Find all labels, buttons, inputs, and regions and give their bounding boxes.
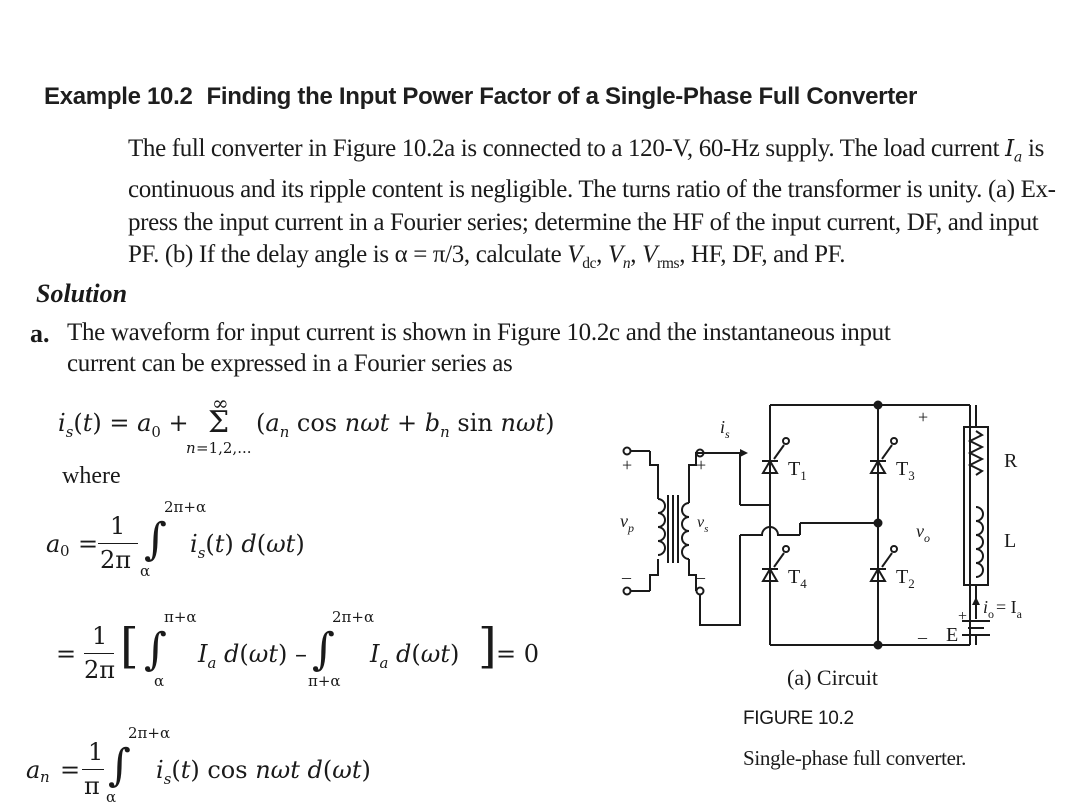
svg-text:T3: T3 <box>896 458 915 483</box>
svg-text:–: – <box>917 627 928 647</box>
thyristor-t1 <box>761 459 779 474</box>
svg-text:vs: vs <box>697 514 708 535</box>
svg-text:L: L <box>1004 530 1016 552</box>
svg-text:T1: T1 <box>788 458 807 483</box>
primary-winding <box>657 498 666 556</box>
svg-text:vp: vp <box>620 511 634 535</box>
fourier-series-equation: is(t) = a0 + ∞ Σ n=1,2,... (an cos nωt +… <box>58 391 555 457</box>
problem-line-2: continuous and its ripple content is neg… <box>128 176 1056 204</box>
svg-text:R: R <box>1004 450 1018 472</box>
problem-line-3: press the input current in a Fourier ser… <box>128 208 1039 236</box>
primary-top-terminal <box>622 446 632 456</box>
svg-text:vo: vo <box>916 521 930 545</box>
problem-statement: The full converter in Figure 10.2a is co… <box>128 133 1056 281</box>
svg-text:io= Ia: io= Ia <box>983 597 1023 621</box>
secondary-winding <box>681 502 690 560</box>
problem-line-1: The full converter in Figure 10.2a is co… <box>128 135 1044 166</box>
circuit-diagram: + vp – + vs – is T1 T4 T3 T2 + vo – R L … <box>620 400 1023 650</box>
thyristor-t3 <box>869 459 887 474</box>
thyristor-t2 <box>869 567 887 582</box>
figure-number: FIGURE 10.2 <box>743 708 854 729</box>
example-title: Finding the Input Power Factor of a Sing… <box>206 83 918 110</box>
where-label: where <box>62 463 121 489</box>
example-label: Example 10.2 <box>44 83 193 110</box>
zero-result-equation: = 1 2π [ ∫ π+α α Ia d(ωt) – ∫ 2π+α π+α I… <box>56 608 540 690</box>
svg-text:T2: T2 <box>896 566 915 591</box>
svg-text:T4: T4 <box>788 566 807 591</box>
part-a-line-1: The waveform for input current is shown … <box>67 319 891 346</box>
svg-text:is: is <box>720 417 730 441</box>
resistor-r <box>967 430 985 476</box>
problem-line-4: PF. (b) If the delay angle is α = π/3, c… <box>128 241 846 273</box>
part-a-label: a. <box>30 319 50 348</box>
part-a-text: The waveform for input current is shown … <box>67 317 891 379</box>
svg-text:–: – <box>695 567 706 587</box>
solution-heading: Solution <box>36 279 128 308</box>
inductor-l <box>975 506 984 578</box>
circuit-subcaption: (a) Circuit <box>787 665 879 690</box>
primary-bottom-terminal <box>622 586 632 596</box>
example-heading: Example 10.2 Finding the Input Power Fact… <box>44 83 917 111</box>
figure-caption: Single-phase full converter. <box>743 746 967 770</box>
svg-text:+: + <box>918 407 928 427</box>
svg-text:+: + <box>958 608 967 625</box>
svg-text:E: E <box>946 624 958 646</box>
svg-text:+: + <box>622 455 632 475</box>
svg-text:–: – <box>621 567 632 587</box>
thyristor-t4 <box>761 567 779 582</box>
part-a-line-2: current can be expressed in a Fourier se… <box>67 350 513 377</box>
svg-text:+: + <box>696 455 706 475</box>
